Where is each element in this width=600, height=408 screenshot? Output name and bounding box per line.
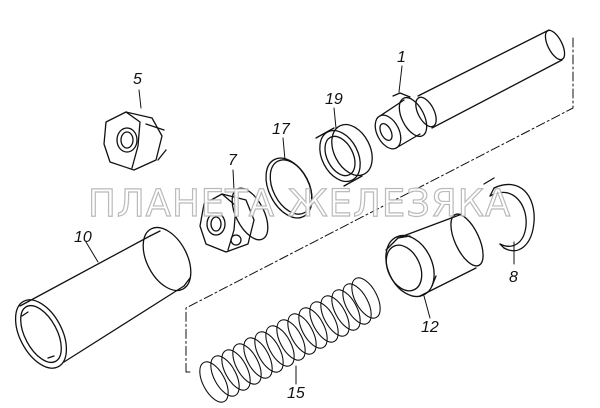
part-12-bushing	[385, 213, 484, 298]
callout-1: 1	[397, 49, 406, 66]
callout-17: 17	[272, 121, 290, 138]
part-1-shaft	[374, 29, 566, 150]
callout-10: 10	[74, 229, 92, 246]
callout-5: 5	[133, 71, 142, 88]
leader-19	[333, 107, 337, 129]
leader-17	[282, 137, 286, 161]
part-7-nut	[199, 187, 269, 253]
part-19-seal	[315, 123, 373, 187]
part-5-nut	[103, 111, 167, 171]
leader-5	[138, 89, 142, 109]
leader-12	[423, 295, 431, 319]
callout-8: 8	[509, 269, 518, 286]
leader-7	[232, 169, 235, 191]
callout-12: 12	[421, 319, 439, 336]
callout-19: 19	[325, 91, 343, 108]
assembly-axis-lines	[185, 37, 574, 373]
leader-lines	[85, 65, 515, 385]
callout-15: 15	[287, 385, 305, 402]
part-10-sleeve	[14, 226, 192, 369]
part-17-ring	[265, 157, 313, 219]
callout-7: 7	[228, 152, 237, 169]
part-15-spring	[199, 277, 381, 403]
leader-1	[398, 65, 403, 93]
part-8-snap-ring	[483, 177, 535, 252]
leader-10	[85, 241, 99, 263]
